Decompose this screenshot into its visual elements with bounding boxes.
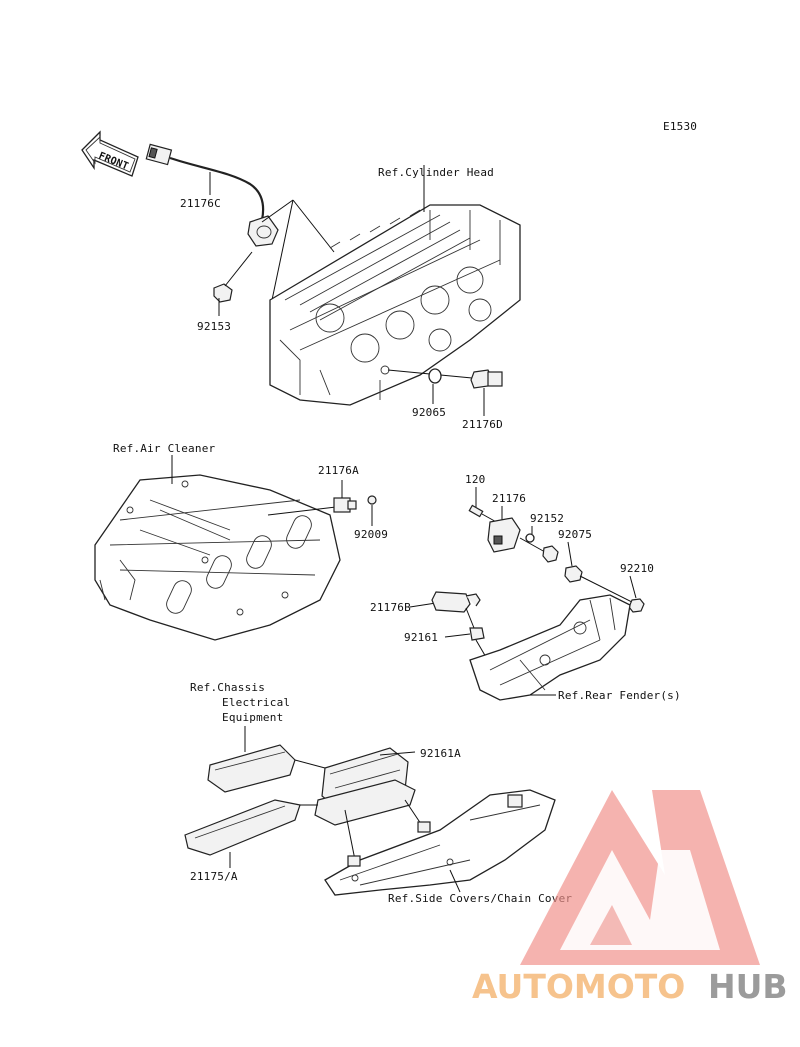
ref-rear-fender: Ref.Rear Fender(s): [558, 689, 681, 702]
ref-chassis-line3: Equipment: [222, 711, 283, 724]
label-21176A: 21176A: [318, 464, 359, 477]
cylinder-head: [269, 204, 521, 406]
ref-air-cleaner: Ref.Air Cleaner: [113, 442, 216, 455]
ref-side-covers: Ref.Side Covers/Chain Cover: [388, 892, 572, 905]
vehicle-down-sensor-21176: [487, 517, 521, 553]
air-cleaner-housing: [94, 474, 341, 641]
label-21176C: 21176C: [180, 197, 221, 210]
rear-fender: [469, 594, 631, 701]
damper-92075: [564, 565, 583, 583]
diagram-code: E1530: [663, 120, 697, 133]
ecu-module-left: [207, 744, 296, 793]
label-92152: 92152: [530, 512, 564, 525]
label-92161A: 92161A: [420, 747, 461, 760]
gear-position-sensor-21176B: [431, 591, 481, 613]
label-21176: 21176: [492, 492, 526, 505]
watermark-text-automoto: AUTOMOTO: [472, 967, 685, 1006]
bolt-120: [468, 504, 484, 518]
grommet-92152: [525, 533, 535, 543]
side-cover-tray: [324, 789, 556, 896]
label-21175A: 21175/A: [190, 870, 238, 883]
ref-chassis-line2: Electrical: [222, 696, 290, 709]
label-92009: 92009: [354, 528, 388, 541]
camshaft-sensor-21176C: [145, 143, 279, 303]
front-arrow-icon: FRONT: [81, 130, 139, 177]
automotohub-logo: AUTOMOTO HUB: [472, 790, 788, 1006]
ecu-lower-left: [184, 799, 301, 856]
intake-air-temp-sensor-21176A: [333, 497, 357, 513]
label-92161: 92161: [404, 631, 438, 644]
washer-92065: [428, 368, 442, 384]
nut-92210: [628, 598, 645, 613]
label-92210: 92210: [620, 562, 654, 575]
collar-92152: [542, 545, 559, 563]
label-21176B: 21176B: [370, 601, 411, 614]
label-92065: 92065: [412, 406, 446, 419]
label-21176D: 21176D: [462, 418, 503, 431]
bolt-92009: [367, 495, 377, 505]
damper-92161: [469, 627, 485, 641]
label-92153: 92153: [197, 320, 231, 333]
ref-chassis-line1: Ref.Chassis: [190, 681, 265, 694]
ref-cylinder-head: Ref.Cylinder Head: [378, 166, 494, 179]
label-120: 120: [465, 473, 485, 486]
temperature-sensor-21176D: [470, 369, 503, 389]
label-92075: 92075: [558, 528, 592, 541]
watermark-text-hub: HUB: [708, 967, 788, 1006]
ecu-lower-right: [314, 779, 416, 826]
